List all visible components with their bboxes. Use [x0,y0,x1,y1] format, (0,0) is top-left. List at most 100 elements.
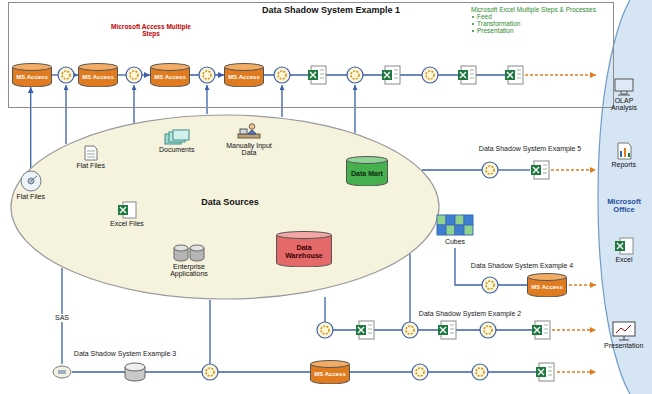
node-label: MS Access [16,74,47,81]
node-label: MS Access [82,74,113,81]
cylinder-body [277,235,332,267]
process-symbol [482,277,498,293]
example-label: Data Shadow System Example 3 [74,350,176,358]
region-ellipse [11,115,439,299]
sheet [173,130,189,140]
cylinder-top [225,64,264,71]
cylinder-top [347,157,388,164]
excel-file-source: Excel Files [110,201,144,228]
disk-symbol [125,363,145,381]
server-top [190,245,204,251]
node-label: Data Warehouse [281,244,327,259]
output-arrow [552,329,596,331]
olap-output: OLAP Analysis [603,78,645,112]
excel-file-symbol [438,321,456,339]
data-sources-region: Flat FilesFlat FilesDocumentsManually In… [10,114,440,300]
example-label: Data Shadow System Example 4 [471,262,573,270]
node-icon [172,244,206,262]
flow-connector [30,87,31,170]
panel-note: Feed [471,13,615,20]
node-label: Presentation [604,342,643,350]
process-symbol [199,67,215,83]
icon-group [613,322,635,340]
icon-group [615,238,633,254]
cube-cell [455,215,464,225]
icon-group [437,215,473,235]
icon-group [21,171,41,191]
cylinder-top [277,232,332,239]
flat-file-source: Flat Files [17,170,45,201]
file-page [85,146,97,160]
process-symbol [412,364,428,380]
excel-file-symbol [356,321,374,339]
shadow-system-panel: MS Access MS Access MS Access MS Access Micr… [8,2,614,108]
disc-icon [21,171,41,191]
node-label: Documents [159,146,194,154]
node-icon [615,142,633,160]
icon-group [615,79,633,95]
access-database: MS Access [224,63,264,87]
report-bar [624,148,626,157]
icon-group [618,143,631,159]
node-label: Enterprise Applications [164,263,214,278]
node-icon [164,129,190,145]
panel-note: Microsoft Access Multiple Steps [111,23,191,37]
node-icon [20,170,42,192]
screen [240,129,247,134]
cylinder-top [79,64,118,71]
server-top [174,245,188,251]
access-database: MS Access [78,63,118,87]
excel-mark [120,207,126,213]
server-symbol [53,366,71,378]
process-symbol [126,67,142,83]
flow-line [498,169,530,170]
output-panel [598,0,652,394]
presentation-output: Presentation [604,321,643,350]
enterprise-app-source: Enterprise Applications [164,244,214,278]
monitor-stand [618,91,630,95]
excel-mark [617,243,623,249]
panel-note: Transformation [471,20,615,27]
node-label: Excel Files [110,220,144,228]
projector-screen [613,322,635,336]
node-icon [614,237,634,255]
node-label: MS Access [154,74,185,81]
output-arrow [551,169,596,171]
excel-file-symbol [532,321,550,339]
cube-source: Cubes [435,213,475,246]
process-symbol [402,322,418,338]
excel-badge [118,205,128,215]
process-symbol [317,322,333,338]
access-database: MS Access [150,63,190,87]
node-label: Excel [615,256,632,264]
panel-note: Presentation [471,27,615,34]
excel-file-symbol [536,363,554,381]
node-icon [612,321,636,341]
node-icon [237,123,261,141]
feed-line [409,254,410,322]
report-bar [628,153,630,157]
node-label: MS Access [228,74,259,81]
node-label: OLAP Analysis [603,97,645,112]
flow-line [422,169,482,170]
example-label: Data Shadow System Example 5 [479,145,581,153]
feed-line [324,297,325,322]
node-label: Cubes [445,238,465,246]
desk [238,134,260,138]
output-arrow [525,74,596,76]
monitor-screen [615,79,633,91]
disc-mark [31,176,37,181]
excel-output: Excel [614,237,634,264]
data-warehouse-cylinder: Data Warehouse [276,231,332,267]
access-database: MS Access [12,63,52,87]
node-label: Flat Files [77,162,105,170]
process-symbol [58,67,74,83]
process-symbol [422,67,438,83]
panel-title: Data Sources [185,198,275,208]
feed-line [65,85,66,144]
node-label: Reports [612,161,637,169]
cube-cell [446,215,455,225]
cylinder-top [13,64,52,71]
panel-title: Data Shadow System Example 1 [231,6,431,16]
node-icon [117,201,137,219]
